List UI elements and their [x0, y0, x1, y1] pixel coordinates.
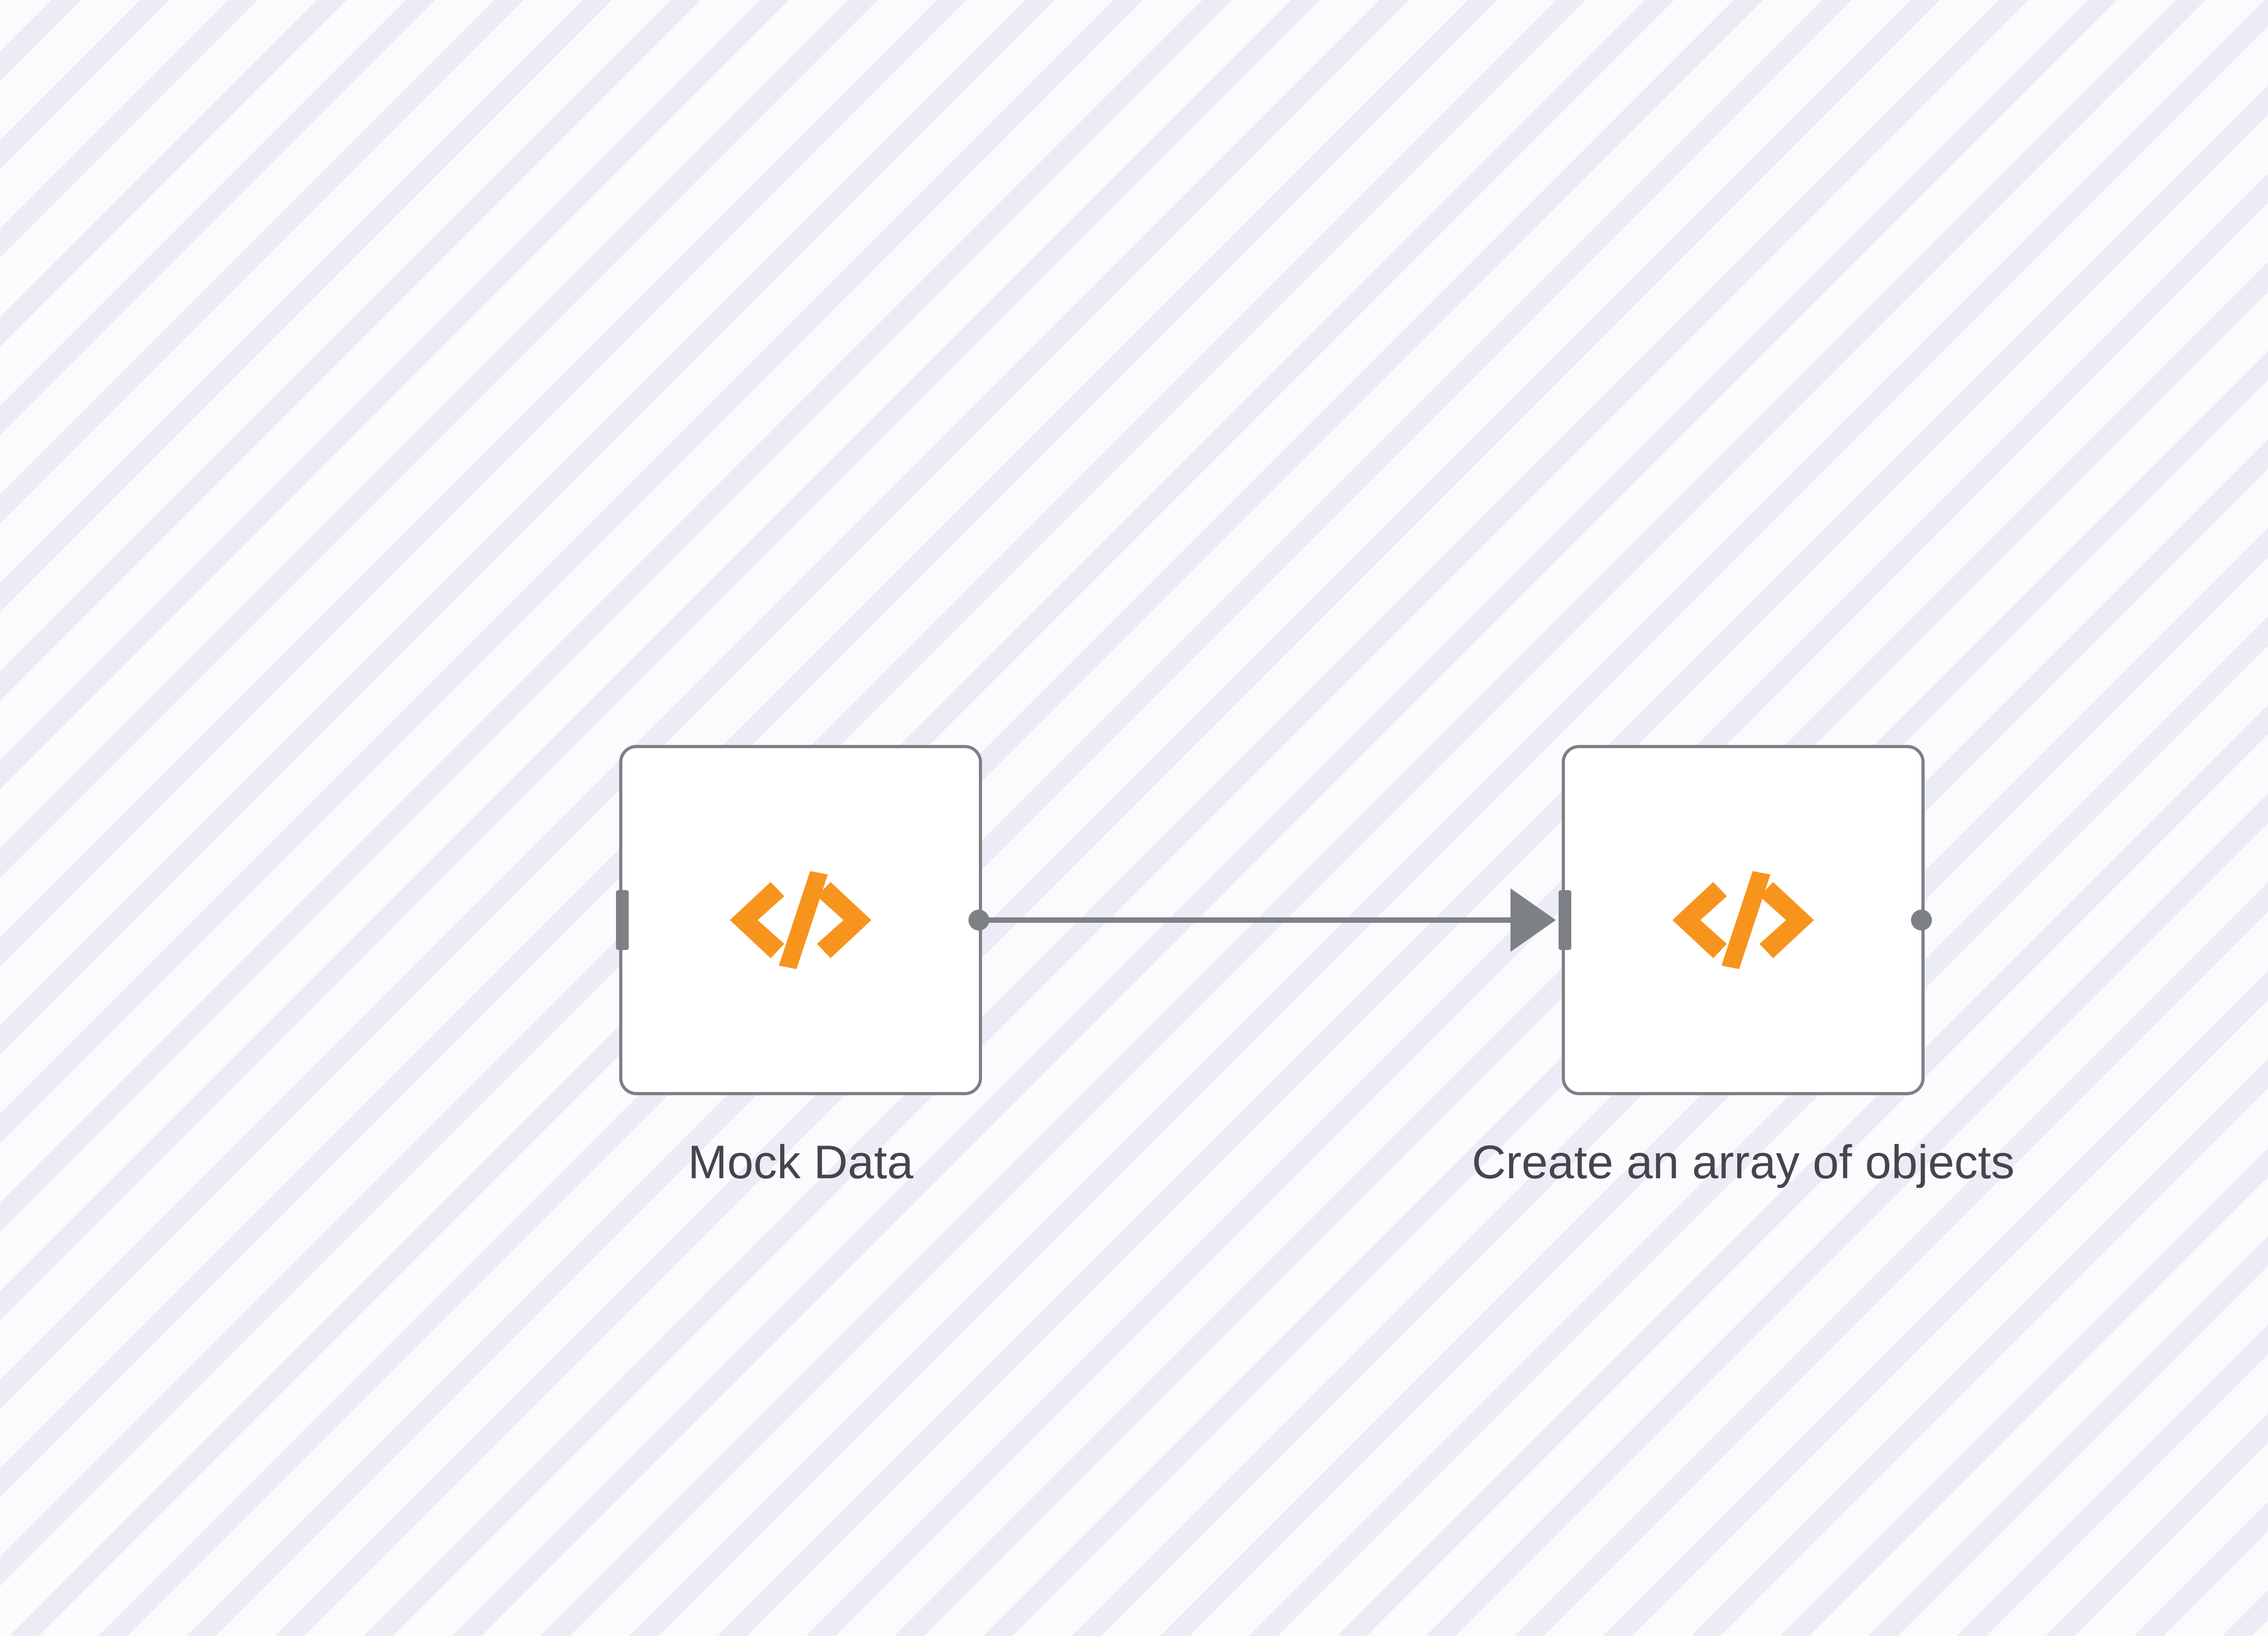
- node-input-port[interactable]: [616, 890, 629, 950]
- connection-arrowhead-icon: [1510, 888, 1556, 952]
- node-output-port[interactable]: [968, 910, 989, 931]
- code-brackets-icon: [1672, 871, 1814, 969]
- code-brackets-icon: [730, 871, 871, 969]
- node-input-port[interactable]: [1559, 890, 1571, 950]
- node-output-port[interactable]: [1911, 910, 1932, 931]
- workflow-node-create-an-array-of-objects[interactable]: [1559, 745, 1932, 1095]
- connection-mock-data-to-create-an-array-of-objects[interactable]: [980, 888, 1556, 952]
- node-label-mock-data: Mock Data: [688, 1136, 914, 1189]
- workflow-node-mock-data[interactable]: [616, 745, 989, 1095]
- node-label-create-an-array-of-objects: Create an array of objects: [1471, 1136, 2015, 1189]
